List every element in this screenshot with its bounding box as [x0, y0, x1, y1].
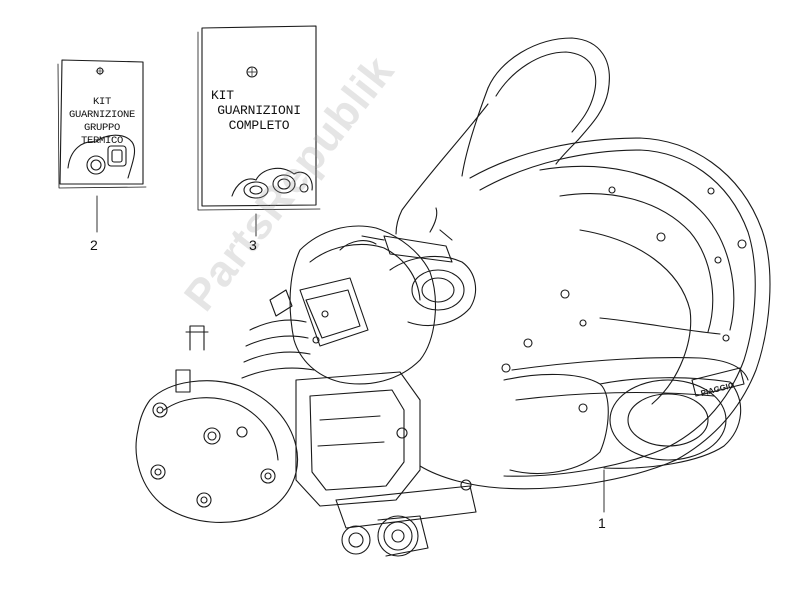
kit-2-label: KIT GUARNIZIONE GRUPPO TERMICO: [61, 96, 143, 148]
kit-3-line-3: COMPLETO: [228, 118, 290, 133]
kit-3-label: KIT GUARNIZIONI COMPLETO: [201, 88, 317, 133]
kit-3-line-2: GUARNIZIONI: [217, 103, 301, 118]
ref-number-2: 2: [90, 237, 98, 253]
kit-2-line-3: GRUPPO: [83, 122, 120, 134]
leader-lines: [96, 195, 605, 513]
engine-assembly[interactable]: [135, 37, 771, 557]
gasket-kit-complete-card[interactable]: [197, 25, 321, 211]
kit-2-line-2: GUARNIZIONE: [68, 109, 135, 121]
ref-number-3: 3: [249, 237, 257, 253]
kit-2-line-4: TERMICO: [80, 135, 123, 147]
ref-number-1: 1: [598, 515, 606, 531]
kit-3-line-1: KIT: [211, 88, 234, 103]
gasket-kit-cylinder-card[interactable]: [57, 59, 147, 189]
engine-brand-text: PIAGGIO: [700, 381, 735, 399]
kit-2-line-1: KIT: [92, 96, 111, 108]
